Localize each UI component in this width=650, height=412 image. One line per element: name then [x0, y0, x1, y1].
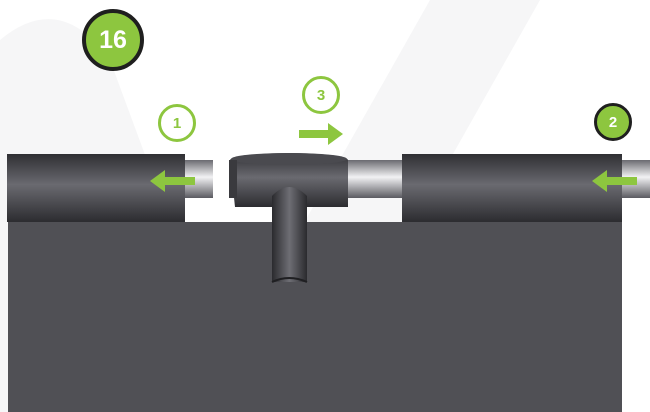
left-arrow-icon	[592, 170, 637, 192]
right-arrow-icon	[299, 123, 343, 145]
left-coupling	[7, 154, 185, 222]
pipe-segment-middle	[340, 160, 404, 198]
tee-fitting	[229, 153, 348, 283]
step-number-badge: 16	[82, 9, 144, 71]
step-2-badge: 2	[594, 103, 632, 141]
step-1-badge: 1	[158, 104, 196, 142]
base-block	[8, 222, 622, 412]
step-3-badge: 3	[302, 76, 340, 114]
left-arrow-icon	[150, 170, 195, 192]
right-coupling	[402, 154, 622, 222]
